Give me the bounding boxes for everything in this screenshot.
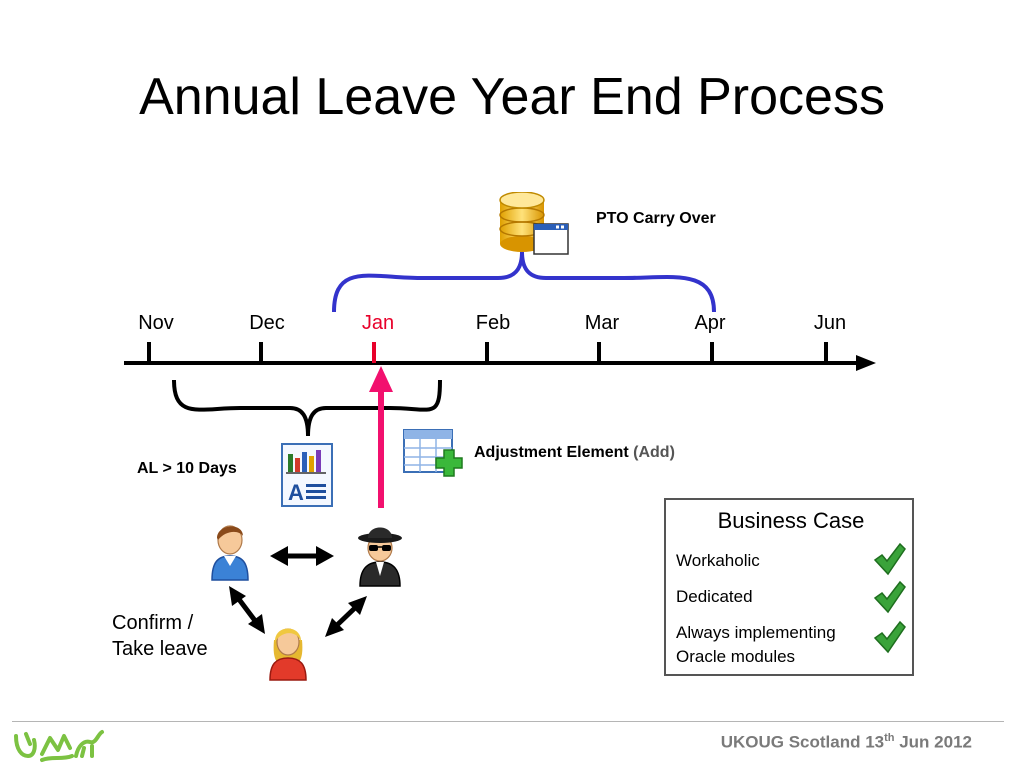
business-case-box: Business Case Workaholic Dedicated Alway… [664, 498, 914, 676]
confirm-take-leave-label: Confirm / Take leave [112, 610, 208, 662]
month-label-nov: Nov [138, 312, 174, 334]
double-arrow-left-diagonal [229, 586, 265, 634]
footer-event-text: UKOUG Scotland 13th Jun 2012 [721, 732, 972, 753]
footer-text-prefix: UKOUG Scotland 13 [720, 732, 885, 752]
adjustment-add-text: (Add) [633, 444, 675, 461]
footer-divider [12, 721, 1004, 722]
month-label-mar: Mar [584, 312, 620, 334]
timeline-ticks [147, 342, 828, 363]
al-brace [172, 379, 442, 437]
report-chart-icon: A [280, 442, 334, 508]
timeline-arrowhead [856, 355, 876, 371]
person-male-icon [206, 518, 254, 582]
adjustment-element-label: Adjustment Element (Add) [474, 444, 675, 462]
business-case-item: Oracle modules [676, 647, 796, 666]
svg-text:A: A [288, 480, 304, 505]
month-label-feb: Feb [475, 312, 511, 334]
spy-icon [354, 520, 406, 588]
pto-brace [332, 251, 716, 313]
confirm-line-2: Take leave [112, 638, 208, 660]
page-title: Annual Leave Year End Process [139, 68, 885, 126]
ukoug-logo [12, 726, 106, 764]
table-add-icon [402, 428, 466, 486]
footer-text-sup: th [884, 732, 895, 744]
month-label-dec: Dec [249, 312, 285, 334]
pto-carry-over-label: PTO Carry Over [596, 210, 716, 227]
checkmark-icon [872, 580, 906, 614]
business-case-item: Dedicated [676, 587, 753, 606]
business-case-item: Always implementing [676, 623, 836, 642]
footer-text-suffix: Jun 2012 [894, 732, 972, 752]
month-label-jan: Jan [361, 312, 395, 334]
business-case-title: Business Case [717, 508, 865, 533]
double-arrow-horizontal [270, 546, 334, 566]
database-window-icon [496, 192, 570, 256]
person-female-icon [264, 618, 312, 682]
month-label-jun: Jun [813, 312, 847, 334]
checkmark-icon [872, 620, 906, 654]
adjustment-element-text: Adjustment Element [474, 444, 629, 461]
month-label-apr: Apr [694, 312, 726, 334]
confirm-line-1: Confirm / [112, 612, 194, 634]
al-days-label: AL > 10 Days [137, 460, 237, 477]
checkmark-icon [872, 542, 906, 576]
business-case-item: Workaholic [676, 551, 760, 570]
double-arrow-right-diagonal [325, 596, 367, 637]
